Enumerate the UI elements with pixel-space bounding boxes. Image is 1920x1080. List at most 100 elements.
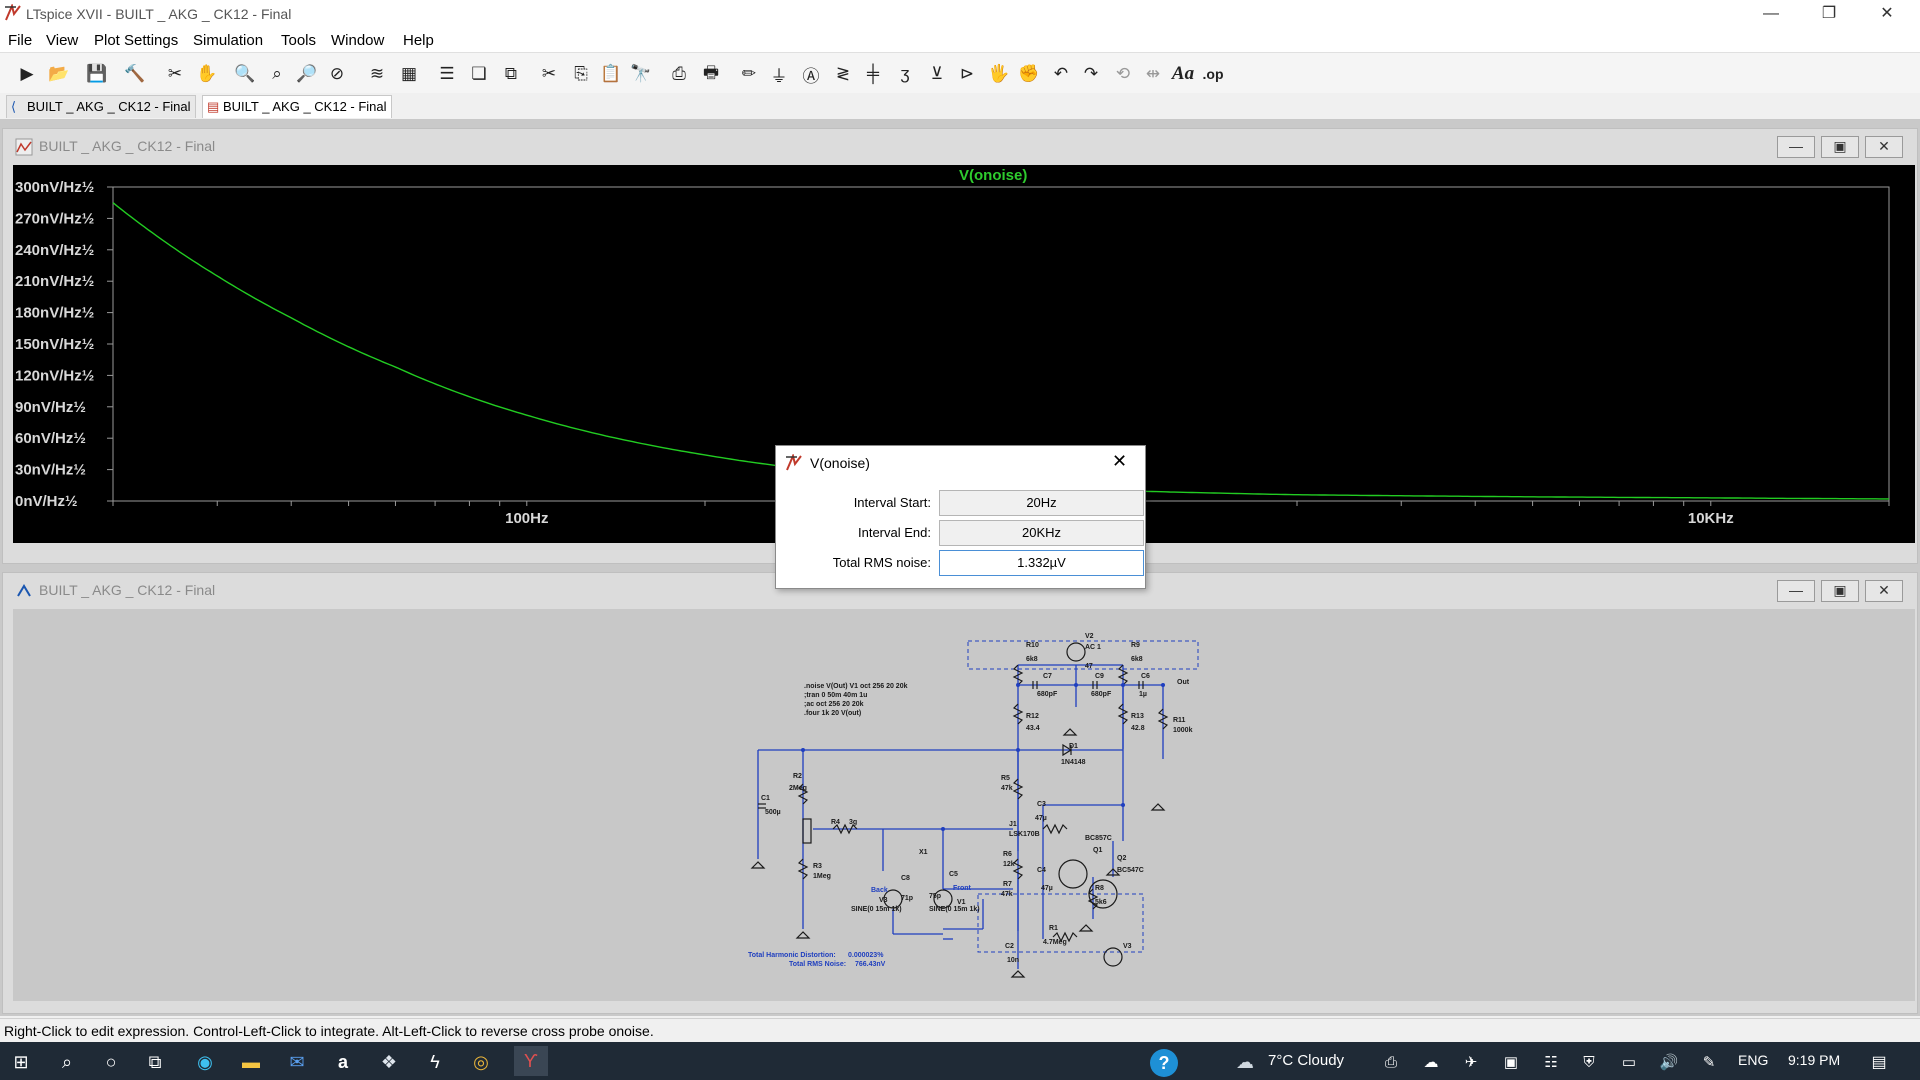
bolt-icon[interactable]: ϟ [430, 1051, 440, 1072]
schematic-minimize-button[interactable]: — [1777, 580, 1815, 602]
menu-simulation[interactable]: Simulation [193, 32, 264, 49]
net-label-out[interactable]: Out [1177, 679, 1190, 686]
component-label[interactable]: R12 [1026, 713, 1039, 720]
component-label[interactable]: R1 [1049, 925, 1058, 932]
component-label[interactable]: C6 [1141, 673, 1150, 680]
rotate-icon[interactable]: ⟲ [1115, 64, 1131, 83]
mirror-icon[interactable]: ⇹ [1145, 64, 1161, 83]
component-value[interactable]: 47µ [1041, 885, 1053, 892]
pencil-icon[interactable]: ✏ [741, 64, 757, 83]
onedrive-icon[interactable]: ☁ [1423, 1054, 1439, 1071]
component-label[interactable]: R9 [1131, 642, 1140, 649]
component-label[interactable]: V3 [1123, 943, 1132, 950]
component-value[interactable]: 1Meg [813, 873, 831, 880]
component-value[interactable]: 1000k [1173, 727, 1193, 734]
restore-button[interactable]: ❐ [1821, 5, 1837, 22]
pen-icon[interactable]: ✎ [1702, 1054, 1716, 1071]
component-label[interactable]: D1 [1069, 743, 1078, 750]
component-label[interactable]: R10 [1026, 642, 1039, 649]
component-label[interactable]: C5 [949, 871, 958, 878]
component-icon[interactable]: ⊳ [959, 64, 975, 83]
find-icon[interactable]: 🔭 [630, 64, 652, 83]
component-value[interactable]: 42.8 [1131, 725, 1145, 732]
redo-icon[interactable]: ↷ [1083, 64, 1099, 83]
component-value[interactable]: 47k [1001, 785, 1013, 792]
print-icon[interactable]: ⎙ [672, 64, 686, 83]
component-label[interactable]: R11 [1173, 717, 1186, 724]
component-value[interactable]: BC547C [1117, 867, 1144, 874]
resistor-icon[interactable]: ≷ [835, 64, 851, 83]
component-label[interactable]: C2 [1005, 943, 1014, 950]
menu-view[interactable]: View [46, 32, 79, 49]
undo-icon[interactable]: ↶ [1053, 64, 1069, 83]
notification-tool-icon[interactable]: ☷ [1544, 1054, 1558, 1071]
component-value[interactable]: 12k [1003, 861, 1015, 868]
component-label[interactable]: R5 [1001, 775, 1010, 782]
component-value[interactable]: SINE(0 15m 1k) [851, 906, 902, 913]
run-icon[interactable]: ▶ [20, 64, 34, 83]
component-value[interactable]: 4.7Meg [1043, 939, 1067, 946]
total-rms-noise-field[interactable]: 1.332µV [939, 550, 1144, 576]
meet-now-icon[interactable]: ⎙ [1384, 1053, 1397, 1071]
component-value[interactable]: 10n [1007, 957, 1020, 964]
tab-schematic[interactable]: ⟨BUILT _ AKG _ CK12 - Final [6, 95, 196, 118]
volume-icon[interactable]: 🔊 [1659, 1054, 1679, 1071]
file-explorer-icon[interactable]: ▬ [242, 1051, 260, 1072]
dropbox-icon[interactable]: ❖ [380, 1051, 398, 1072]
component-label[interactable]: V3 [879, 897, 888, 904]
open-icon[interactable]: 📂 [48, 64, 70, 83]
component-label[interactable]: V1 [957, 899, 966, 906]
zoom-in-icon[interactable]: 🔍 [234, 64, 256, 83]
menu-help[interactable]: Help [403, 32, 434, 49]
net-label-front[interactable]: Front [953, 885, 971, 892]
tile-vertical-icon[interactable]: ⧉ [504, 64, 518, 83]
copy-icon[interactable]: ⎘ [574, 64, 588, 83]
inductor-icon[interactable]: ʒ [900, 64, 910, 83]
clock[interactable]: 9:19 PM [1788, 1052, 1841, 1068]
component-value[interactable]: LSK170B [1009, 831, 1040, 838]
action-center-icon[interactable]: ▤ [1871, 1054, 1887, 1071]
text-icon[interactable]: Aa [1171, 63, 1195, 84]
component-label[interactable]: R7 [1003, 881, 1012, 888]
help-icon[interactable]: ? [1150, 1049, 1178, 1077]
component-value[interactable]: 680pF [1091, 691, 1112, 698]
tab-plot[interactable]: ▤BUILT _ AKG _ CK12 - Final [202, 95, 392, 118]
drag-hand-icon[interactable]: ✊ [1018, 64, 1040, 83]
schematic-maximize-button[interactable]: ▣ [1821, 580, 1859, 602]
trace-label[interactable]: V(onoise) [959, 167, 1028, 184]
component-label[interactable]: C1 [761, 795, 770, 802]
menu-file[interactable]: File [8, 32, 33, 49]
component-label[interactable]: R2 [793, 773, 802, 780]
capacitor-icon[interactable]: ╪ [866, 64, 880, 83]
menu-window[interactable]: Window [331, 32, 385, 49]
component-value[interactable]: SINE(0 15m 1k) [929, 906, 980, 913]
component-label[interactable]: Q1 [1093, 847, 1103, 854]
task-view-icon[interactable]: ⧉ [148, 1051, 162, 1072]
component-value[interactable]: 3g [849, 819, 858, 826]
component-label[interactable]: C9 [1095, 673, 1104, 680]
component-label[interactable]: V2 [1085, 633, 1094, 640]
screen-icon[interactable]: ▣ [1503, 1054, 1519, 1071]
component-value[interactable]: 71p [901, 895, 914, 902]
plot-maximize-button[interactable]: ▣ [1821, 136, 1859, 158]
dialog-close-button[interactable]: ✕ [1112, 451, 1128, 471]
component-value[interactable]: 47 [1085, 663, 1093, 670]
menu-plot-settings[interactable]: Plot Settings [94, 32, 179, 49]
plot-close-button[interactable]: ✕ [1865, 136, 1903, 158]
menu-tools[interactable]: Tools [281, 32, 317, 49]
component-value[interactable]: AC 1 [1085, 644, 1101, 651]
mail-icon[interactable]: ✉ [289, 1051, 305, 1072]
component-label[interactable]: R4 [831, 819, 840, 826]
paste-icon[interactable]: 📋 [600, 64, 622, 83]
component-value[interactable]: 5k6 [1095, 899, 1107, 906]
zoom-area-icon[interactable]: ⌕ [272, 64, 282, 83]
chrome-icon[interactable]: ◎ [473, 1051, 489, 1072]
windows-start-icon[interactable]: ⊞ [13, 1051, 29, 1072]
amazon-icon[interactable]: a [337, 1051, 348, 1072]
component-label[interactable]: R3 [813, 863, 822, 870]
minimize-button[interactable]: — [1763, 5, 1779, 22]
net-label-back[interactable]: Back [871, 887, 888, 894]
close-button[interactable]: ✕ [1880, 5, 1894, 22]
component-value[interactable]: 43.4 [1026, 725, 1040, 732]
schematic-canvas[interactable]: .noise V(Out) V1 oct 256 20 20k ;tran 0 … [13, 609, 1915, 1001]
